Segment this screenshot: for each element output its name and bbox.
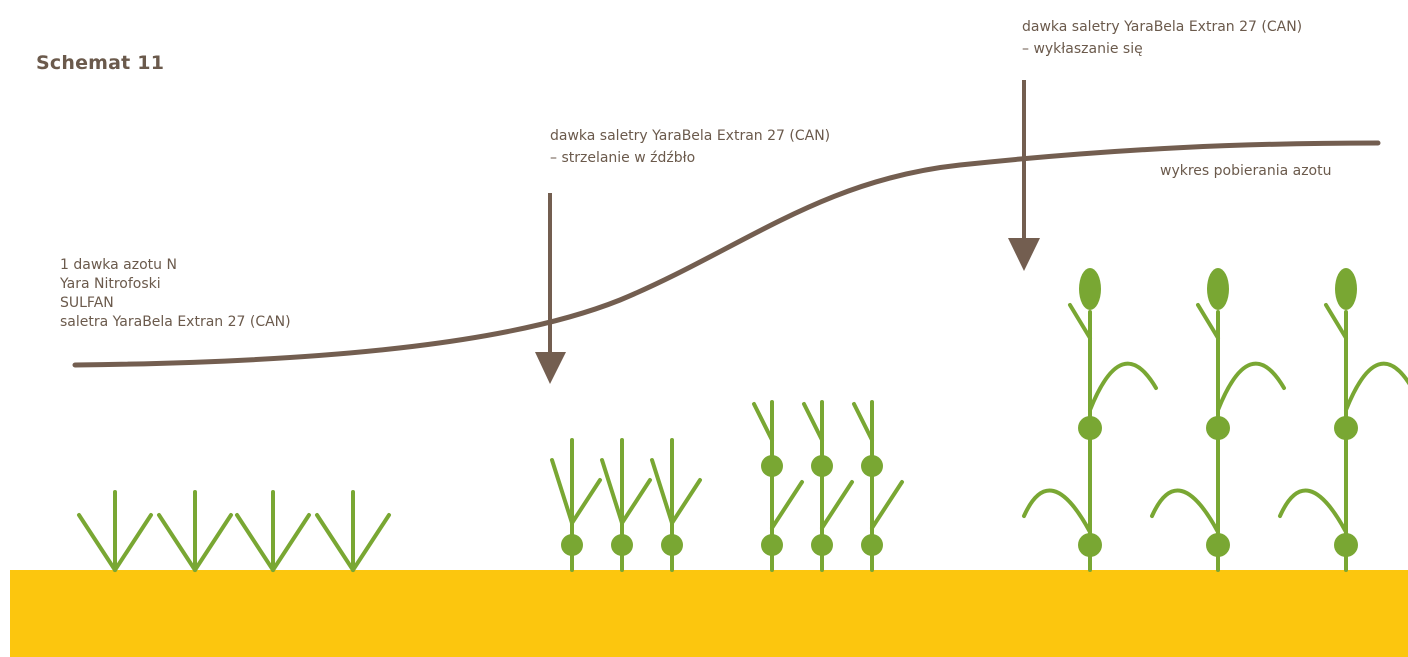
seedling-leaf: [315, 513, 355, 572]
second-dose-line-2: – strzelanie w źdźbło: [550, 150, 696, 166]
upper-leaf-curve: [1088, 361, 1158, 412]
second-dose-arrow: [535, 193, 566, 384]
flag-leaf: [1324, 303, 1348, 340]
seedling-leaf: [193, 513, 233, 572]
elongation-lower-leaf: [870, 480, 904, 530]
upper-leaf-curve: [1216, 361, 1286, 412]
tiller-leaf: [620, 478, 652, 525]
seedling-leaf: [351, 513, 391, 572]
elongation-upper-leaf: [752, 402, 774, 442]
elongation-lower-leaf: [770, 480, 804, 530]
elongation-upper-node: [761, 455, 783, 477]
third-dose-line-1: dawka saletry YaraBela Extran 27 (CAN): [1022, 19, 1303, 35]
tiller-leaf: [670, 478, 702, 525]
ear: [1335, 268, 1357, 310]
first-dose-line-1: 1 dawka azotu N: [60, 257, 177, 273]
tiller-node: [661, 534, 683, 556]
plants-group: [77, 268, 1408, 572]
elongation-lower-node: [811, 534, 833, 556]
elongation-lower-node: [761, 534, 783, 556]
elongation-upper-leaf: [802, 402, 824, 442]
elongation-lower-leaf: [820, 480, 854, 530]
elongation-upper-node: [861, 455, 883, 477]
heading-lower-node: [1078, 533, 1102, 557]
tiller-leaf: [550, 458, 574, 525]
seedling-leaf: [113, 513, 153, 572]
elongation-upper-leaf: [852, 402, 874, 442]
soil-band: [10, 570, 1408, 657]
seedling-leaf: [157, 513, 197, 572]
flag-leaf: [1196, 303, 1220, 340]
heading-upper-node: [1078, 416, 1102, 440]
heading-lower-node: [1334, 533, 1358, 557]
seedling-leaf: [77, 513, 117, 572]
ear: [1207, 268, 1229, 310]
second-dose-label: dawka saletry YaraBela Extran 27 (CAN) –…: [550, 125, 830, 169]
upper-leaf-curve: [1344, 361, 1408, 412]
diagram-title: Schemat 11: [36, 52, 165, 74]
tiller-leaf: [650, 458, 674, 525]
third-dose-arrow: [1008, 80, 1040, 271]
first-dose-label: 1 dawka azotu N Yara Nitrofoski SULFAN s…: [60, 256, 291, 332]
third-dose-label: dawka saletry YaraBela Extran 27 (CAN) –…: [1022, 16, 1302, 60]
seedling-leaf: [271, 513, 311, 572]
second-dose-line-1: dawka saletry YaraBela Extran 27 (CAN): [550, 128, 831, 144]
nitrogen-uptake-curve: [72, 140, 1381, 368]
tiller-leaf: [570, 478, 602, 525]
first-dose-line-2: Yara Nitrofoski: [60, 276, 161, 292]
elongation-lower-node: [861, 534, 883, 556]
flag-leaf: [1068, 303, 1092, 340]
heading-lower-node: [1206, 533, 1230, 557]
ear: [1079, 268, 1101, 310]
tiller-leaf: [600, 458, 624, 525]
third-dose-line-2: – wykłaszanie się: [1022, 41, 1143, 57]
tiller-node: [561, 534, 583, 556]
heading-upper-node: [1206, 416, 1230, 440]
seedling-leaf: [235, 513, 275, 572]
lower-leaf-curve: [1278, 488, 1348, 534]
lower-leaf-curve: [1022, 488, 1092, 534]
lower-leaf-curve: [1150, 488, 1220, 534]
first-dose-line-3: SULFAN: [60, 295, 114, 311]
elongation-upper-node: [811, 455, 833, 477]
uptake-curve-label: wykres pobierania azotu: [1160, 163, 1332, 179]
heading-upper-node: [1334, 416, 1358, 440]
tiller-node: [611, 534, 633, 556]
first-dose-line-4: saletra YaraBela Extran 27 (CAN): [60, 314, 291, 330]
